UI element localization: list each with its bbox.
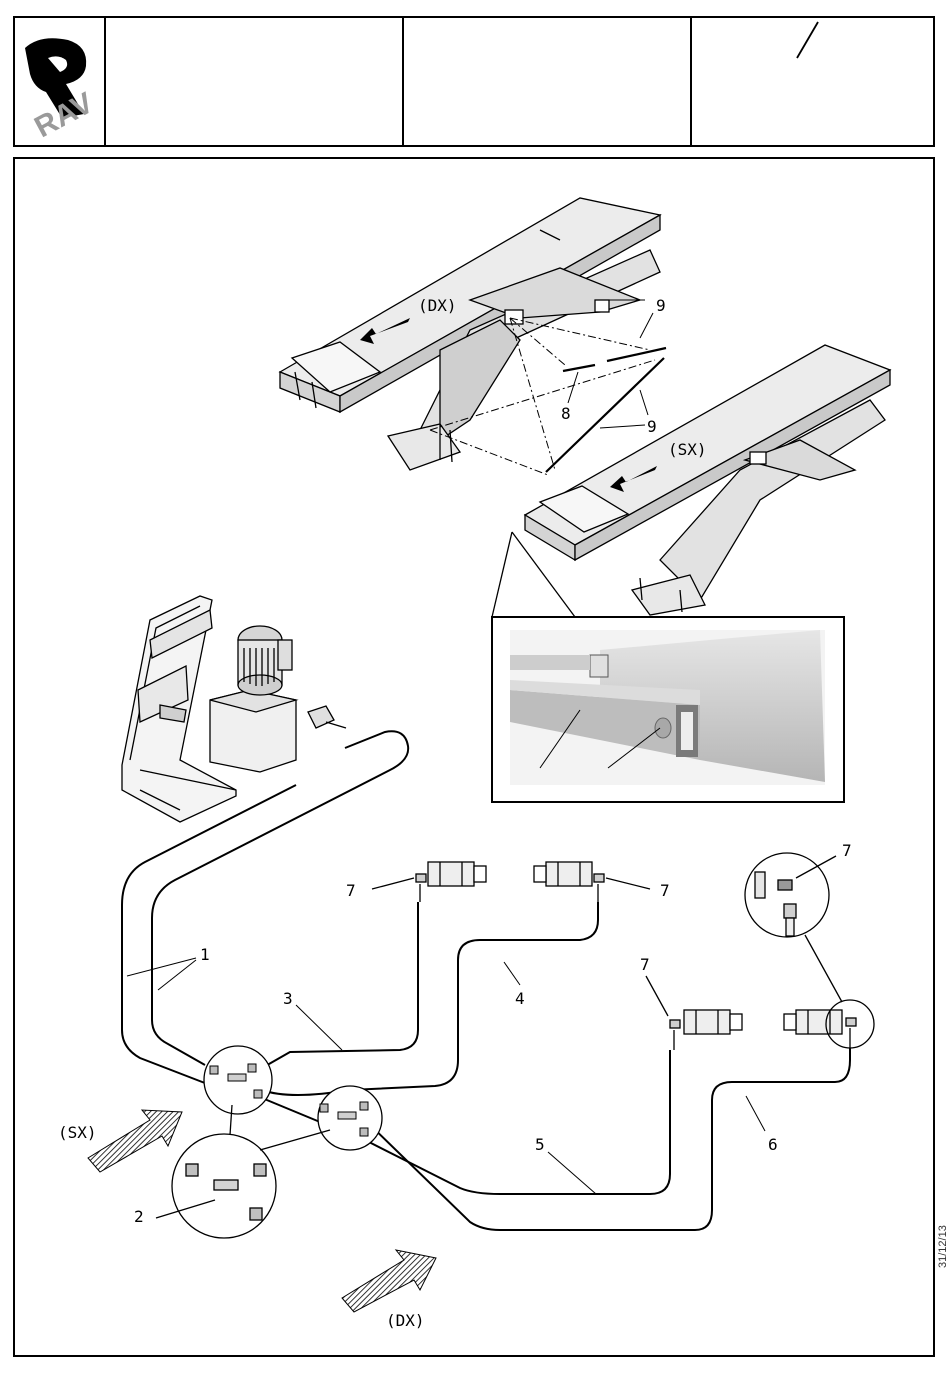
direction-arrow-dx-bottom-icon [342, 1250, 436, 1312]
label-3: 3 [283, 989, 293, 1008]
direction-arrow-sx-bottom-icon [88, 1110, 182, 1172]
fitting-7-detail-circle [745, 853, 836, 937]
side-date: 31/12/13 [937, 1225, 949, 1268]
cylinder-fitting-6 [784, 935, 874, 1048]
rav-logo-icon: RAV [25, 38, 99, 144]
label-1: 1 [200, 945, 210, 964]
cylinder-fitting-3 [372, 862, 486, 902]
label-9-top: 9 [656, 296, 666, 315]
detail-photo-box [492, 617, 844, 802]
header-slash [797, 22, 818, 58]
callout-line-right [492, 532, 512, 617]
label-6: 6 [768, 1135, 778, 1154]
power-unit-motor [210, 626, 346, 772]
label-sx-arrow: (SX) [58, 1123, 97, 1142]
label-7-detail: 7 [842, 841, 852, 860]
label-4: 4 [515, 989, 525, 1008]
label-5: 5 [535, 1135, 545, 1154]
lift-platform-dx [280, 198, 660, 470]
label-8: 8 [561, 404, 571, 423]
label-dx-arrow: (DX) [386, 1311, 425, 1330]
cylinder-fitting-4 [534, 862, 650, 902]
tee-fitting-circle-2 [318, 1086, 382, 1150]
tee-fitting-detail-circle [156, 1105, 330, 1238]
label-2: 2 [134, 1207, 144, 1226]
lift-platform-sx [525, 345, 890, 615]
label-sx-top: (SX) [668, 440, 707, 459]
label-dx-top: (DX) [418, 296, 457, 315]
label-7-middle: 7 [660, 881, 670, 900]
label-7-lower: 7 [640, 955, 650, 974]
tee-fitting-circle-1 [204, 1046, 272, 1114]
label-9-bottom: 9 [647, 417, 657, 436]
label-7-left: 7 [346, 881, 356, 900]
cylinder-fitting-5 [646, 976, 742, 1050]
